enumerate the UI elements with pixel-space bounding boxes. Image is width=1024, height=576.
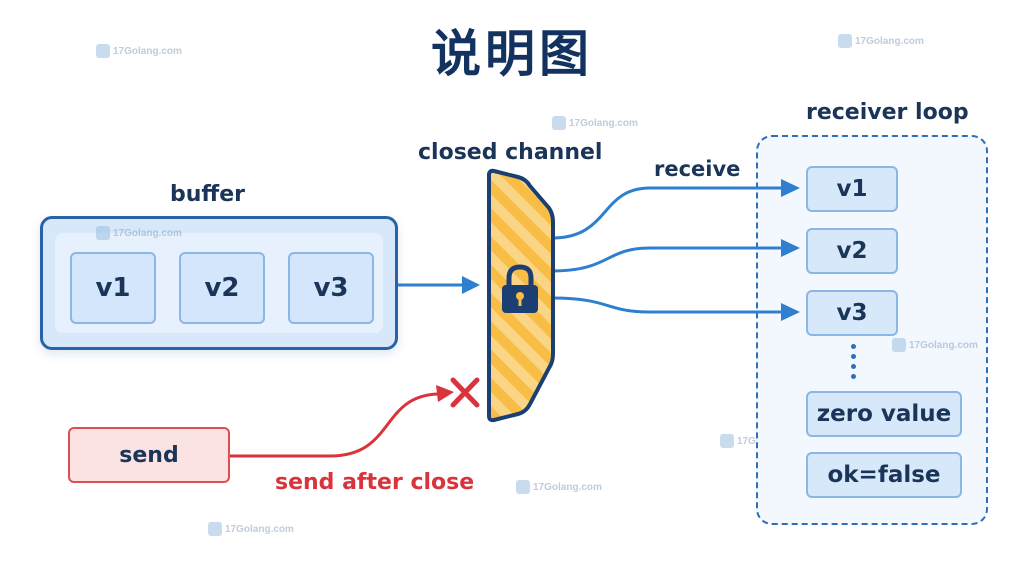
buffer-to-channel-arrow (398, 276, 480, 294)
buffer-label: buffer (170, 182, 246, 207)
receive-label: receive (654, 157, 741, 181)
buffer-item: v3 (288, 252, 374, 324)
buffer-item: v1 (70, 252, 156, 324)
receiver-loop-label: receiver loop (806, 100, 969, 125)
receive-arrow-3 (551, 296, 800, 321)
receiver-item: v1 (806, 166, 898, 212)
send-box: send (68, 427, 230, 483)
ok-false-box: ok=false (806, 452, 962, 498)
ellipsis-dots (850, 344, 858, 384)
x-mark-icon (450, 377, 480, 408)
lock-icon (502, 264, 538, 313)
watermark-icon (552, 116, 566, 130)
closed-channel-label: closed channel (418, 140, 603, 165)
buffer-item: v2 (179, 252, 265, 324)
watermark-icon (720, 434, 734, 448)
send-after-close-arrow (230, 385, 454, 458)
watermark: 17Golang.com (96, 226, 182, 240)
receiver-item: v2 (806, 228, 898, 274)
send-after-close-label: send after close (275, 470, 475, 495)
diagram-title: 说明图 (431, 25, 593, 83)
watermark-icon (96, 226, 110, 240)
watermark-icon (892, 338, 906, 352)
receive-arrow-1 (551, 179, 800, 240)
watermark: 17Golang.com (96, 44, 182, 58)
receiver-item: v3 (806, 290, 898, 336)
watermark-icon (208, 522, 222, 536)
watermark: 17Golang.com (208, 522, 294, 536)
receive-arrow-2 (551, 239, 800, 273)
zero-value-box: zero value (806, 391, 962, 437)
watermark-icon (516, 480, 530, 494)
watermark-icon (838, 34, 852, 48)
watermark: 17Golang.com (892, 338, 978, 352)
watermark-icon (96, 44, 110, 58)
watermark: 17Golang.com (516, 480, 602, 494)
watermark: 17Golang.com (838, 34, 924, 48)
watermark: 17Golang.com (552, 116, 638, 130)
